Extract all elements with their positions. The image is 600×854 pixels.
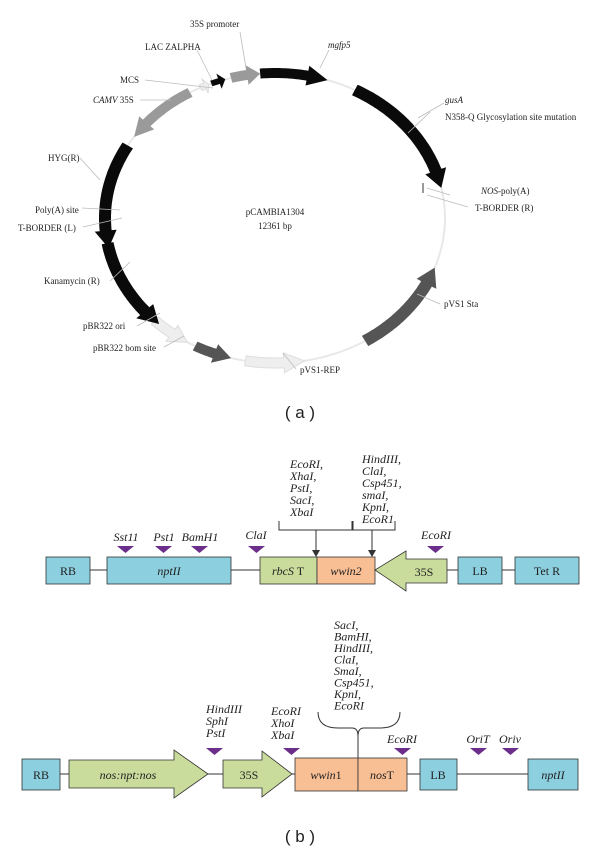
mcs2-bracket bbox=[351, 521, 396, 552]
lac-zalpha-arrow bbox=[210, 73, 226, 89]
nost-box bbox=[357, 757, 408, 792]
pbr322-light-arrow bbox=[150, 316, 189, 343]
site-marker-bamh1 bbox=[191, 546, 208, 553]
label-35s-promoter: 35S promoter bbox=[190, 19, 239, 29]
gusa-arrow bbox=[352, 84, 447, 188]
mcs1-bracket bbox=[278, 521, 354, 552]
construct-1: RB nptII rbcS T wwin2 35S LB Tet R Sst11… bbox=[45, 452, 580, 592]
site-marker-oriv bbox=[502, 748, 519, 755]
mcs1-arrowhead bbox=[312, 550, 320, 557]
site-orit: OriT bbox=[466, 732, 491, 746]
rbcs-t-box bbox=[259, 556, 318, 585]
label-pvs1-rep: pVS1-REP bbox=[300, 365, 340, 375]
label-lac-zalpha: LAC ZALPHA bbox=[145, 42, 201, 52]
nptii-label-2: nptII bbox=[541, 768, 565, 782]
35s-arrow-2 bbox=[222, 750, 293, 798]
site-marker-clal bbox=[248, 546, 265, 553]
tetr-box bbox=[514, 556, 580, 585]
mcs-arrow bbox=[198, 78, 210, 94]
label-leader-lines bbox=[79, 31, 469, 370]
kanamycin-arrow bbox=[101, 242, 160, 324]
rb-label-1: RB bbox=[60, 564, 76, 578]
wwin1-label: wwin1 bbox=[310, 768, 341, 782]
site-oriv: Oriv bbox=[499, 732, 522, 746]
nos-npt-nos-arrow bbox=[68, 749, 209, 799]
nptii-box-2 bbox=[527, 758, 579, 791]
35s-promoter-arrow bbox=[229, 65, 261, 85]
rb-box-1 bbox=[45, 556, 91, 585]
label-n358q: N358-Q Glycosylation site mutation bbox=[445, 112, 577, 122]
site-pst1: Pst1 bbox=[152, 530, 174, 544]
mcs-list: SacI, BamHI, HindIII, ClaI, SmaI, Csp451… bbox=[333, 618, 377, 713]
label-pvs1-sta: pVS1 Sta bbox=[444, 299, 478, 309]
tetr-label: Tet R bbox=[534, 564, 560, 578]
label-pbr322-bom: pBR322 bom site bbox=[93, 343, 156, 353]
mcs1-list: EcoRI, XhaI, PstI, SacI, XbaI bbox=[289, 457, 326, 519]
left-sites-list: HindIII SphI PstI bbox=[205, 702, 245, 740]
lb-box-1 bbox=[457, 556, 503, 585]
nptii-label-1: nptII bbox=[157, 564, 181, 578]
camv-35s-arrow bbox=[134, 88, 193, 137]
label-mgfp5: mgfp5 bbox=[328, 40, 351, 50]
lb-box-2 bbox=[419, 758, 458, 791]
label-pbr322-ori: pBR322 ori bbox=[83, 321, 126, 331]
label-gusa: gusA bbox=[445, 95, 464, 105]
label-kanamycin: Kanamycin (R) bbox=[44, 276, 100, 286]
mcs2-list: HindIII, ClaI, Csp451, smaI, KpnI, EcoR1 bbox=[361, 452, 405, 526]
site-ecori-1: EcoRI bbox=[420, 528, 452, 542]
rb-label-2: RB bbox=[33, 768, 49, 782]
rbcs-t-label: rbcS T bbox=[272, 564, 305, 578]
hyg-arrow bbox=[94, 142, 133, 249]
site-marker-sst11 bbox=[117, 546, 134, 553]
wwin1-box bbox=[294, 757, 359, 792]
panel-a-plasmid-map: 35S promoter LAC ZALPHA MCS CAMV 35S HYG… bbox=[18, 19, 577, 422]
construct-2: RB nos:npt:nos 35S wwin1 nosT LB nptII H… bbox=[21, 618, 579, 846]
site-sst11: Sst11 bbox=[113, 530, 138, 544]
label-hyg: HYG(R) bbox=[48, 153, 80, 163]
lb-label-1: LB bbox=[472, 564, 487, 578]
lb-label-2: LB bbox=[430, 768, 445, 782]
wwin2-box bbox=[316, 556, 376, 585]
rb-box-2 bbox=[21, 758, 61, 791]
label-mcs: MCS bbox=[120, 75, 139, 85]
label-nos-polya: NOS-poly(A) bbox=[480, 186, 530, 196]
nost-label: nosT bbox=[370, 768, 395, 782]
pbr322-ori-arrow bbox=[192, 341, 231, 363]
label-polya-site: Poly(A) site bbox=[35, 205, 79, 215]
pvs1-sta-arrow bbox=[361, 267, 437, 347]
mcs2-arrowhead bbox=[368, 550, 376, 557]
site-marker-left-group bbox=[206, 748, 223, 755]
mgfp5-arrow bbox=[259, 65, 328, 86]
plasmid-feature-arrows bbox=[94, 65, 447, 374]
plasmid-name: pCAMBIA1304 bbox=[246, 207, 305, 217]
35s-label-2: 35S bbox=[240, 768, 259, 782]
site-marker-pst1 bbox=[155, 546, 172, 553]
site-marker-orit bbox=[470, 748, 487, 755]
site-clal: ClaI bbox=[245, 528, 267, 542]
label-t-border-l: T-BORDER (L) bbox=[18, 223, 76, 233]
site-ecori-2: EcoRI bbox=[386, 732, 418, 746]
site-marker-mid-group bbox=[283, 748, 300, 755]
site-marker-ecori-1 bbox=[427, 546, 444, 553]
nptii-box-1 bbox=[106, 556, 232, 585]
nos-npt-nos-label: nos:npt:nos bbox=[100, 768, 157, 782]
pvs1-rep-arrow bbox=[244, 352, 306, 374]
label-camv-35s: CAMV 35S bbox=[93, 95, 134, 105]
35s-arrow-1 bbox=[374, 550, 448, 592]
35s-label-1: 35S bbox=[415, 565, 434, 579]
wwin2-label: wwin2 bbox=[330, 564, 361, 578]
label-t-border-r: T-BORDER (R) bbox=[475, 203, 533, 213]
site-bamh1: BamH1 bbox=[182, 530, 219, 544]
mid-sites-list: EcoRI XhoI XbaI bbox=[270, 704, 304, 742]
caption-a: ( a ) bbox=[285, 403, 315, 422]
caption-b: ( b ) bbox=[285, 827, 315, 846]
site-marker-ecori-2 bbox=[394, 748, 411, 755]
plasmid-size: 12361 bp bbox=[258, 221, 292, 231]
